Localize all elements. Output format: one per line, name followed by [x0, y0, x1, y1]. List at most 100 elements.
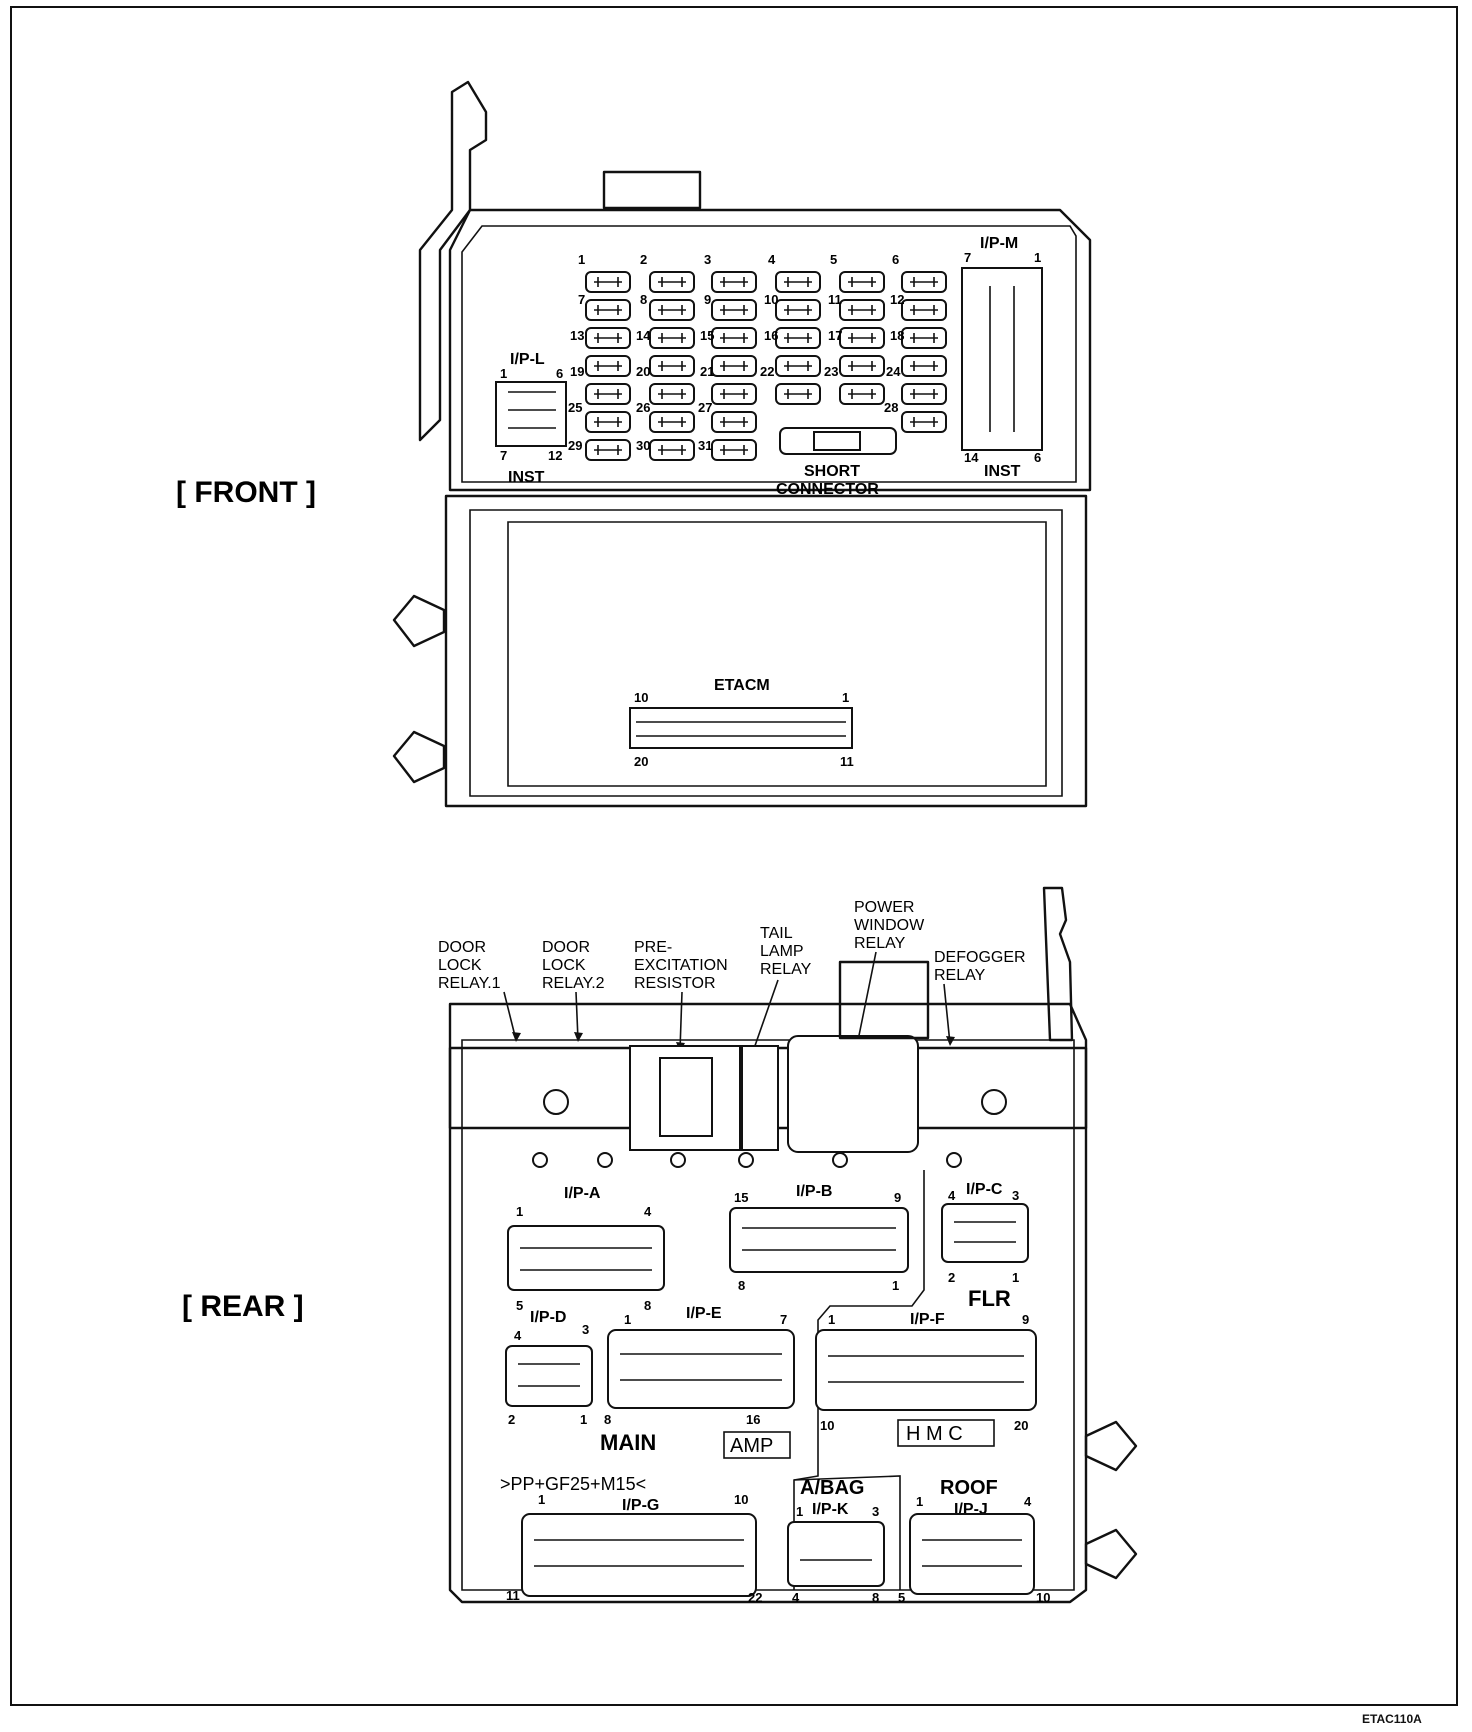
ip-k-name: I/P-K [812, 1501, 849, 1518]
side-clip-lower [392, 730, 446, 784]
ip-b-pin-9: 9 [894, 1190, 901, 1205]
ip-l-pin-7: 7 [500, 448, 507, 463]
ip-l-sub: INST [508, 469, 545, 486]
ip-e-pins [620, 1353, 782, 1381]
fuse-blade [720, 389, 748, 399]
fuse-number-20: 20 [636, 364, 650, 379]
boss-6 [946, 1152, 962, 1168]
fuse-number-14: 14 [636, 328, 651, 343]
ip-g-pin-22: 22 [748, 1590, 762, 1605]
ip-e-pin-1: 1 [624, 1312, 631, 1327]
front-lower-panel [507, 521, 1047, 787]
mounting-hole-left [543, 1089, 569, 1115]
fuse-number-30: 30 [636, 438, 650, 453]
callout-tail-lamp-l3: RELAY [760, 961, 812, 978]
fuse-blade [658, 361, 686, 371]
callout-power-window-l2: WINDOW [854, 917, 925, 934]
front-lower-cover [444, 494, 1088, 808]
boss-2 [597, 1152, 613, 1168]
short-connector-center [813, 431, 861, 451]
ip-b-name: I/P-B [796, 1183, 832, 1200]
hmc-marking: H M C [897, 1419, 995, 1447]
callout-power-window-l1: POWER [854, 899, 914, 916]
fuse-number-19: 19 [570, 364, 584, 379]
relay-callouts: DOOR LOCK RELAY.1 DOOR LOCK RELAY.2 PRE-… [438, 899, 1026, 992]
ip-j-pin-10: 10 [1036, 1590, 1050, 1605]
ip-a-pin-5: 5 [516, 1298, 523, 1313]
ip-d-pin-4: 4 [514, 1328, 522, 1343]
fuse-number-6: 6 [892, 252, 899, 267]
section-main: MAIN [600, 1430, 656, 1455]
ip-l-pin-12: 12 [548, 448, 562, 463]
ip-j-pin-4: 4 [1024, 1494, 1032, 1509]
callout-pre-excitation-l3: RESISTOR [634, 975, 716, 992]
ip-a-name: I/P-A [564, 1185, 601, 1202]
ip-b-pins [742, 1227, 896, 1251]
ip-a-pin-4: 4 [644, 1204, 652, 1219]
ip-d-name: I/P-D [530, 1309, 566, 1326]
ip-g-pins [534, 1539, 744, 1567]
ip-f-pin-1: 1 [828, 1312, 835, 1327]
fuse-number-8: 8 [640, 292, 647, 307]
ip-m-pin-14: 14 [964, 450, 979, 465]
ip-m-pin-1: 1 [1034, 250, 1041, 265]
figure-id: ETAC110A [1362, 1712, 1422, 1726]
fuse-number-29: 29 [568, 438, 582, 453]
top-tab [602, 170, 702, 210]
connector-ip-e: I/P-E 1 7 8 16 [604, 1305, 795, 1427]
connector-ip-b: I/P-B 15 9 8 1 [729, 1183, 909, 1293]
fuse-blade [848, 361, 876, 371]
fuse-number-23: 23 [824, 364, 838, 379]
ip-d-pin-1: 1 [580, 1412, 587, 1427]
mounting-hole-right [981, 1089, 1007, 1115]
rear-clip-upper [1084, 1420, 1138, 1472]
fuse-number-10: 10 [764, 292, 778, 307]
fuse-number-5: 5 [830, 252, 837, 267]
fuse-blade [848, 389, 876, 399]
ip-l-name: I/P-L [510, 351, 545, 368]
fuse-blade [848, 333, 876, 343]
etacm-pin-10: 10 [634, 690, 648, 705]
fuse-number-24: 24 [886, 364, 901, 379]
fuse-number-22: 22 [760, 364, 774, 379]
fuse-blade [658, 417, 686, 427]
fuse-blade [910, 361, 938, 371]
tail-lamp-relay-socket [741, 1045, 779, 1151]
ip-d-pin-2: 2 [508, 1412, 515, 1427]
fuse-blade [720, 277, 748, 287]
ip-c-pins [954, 1221, 1016, 1243]
ip-m-pin-7: 7 [964, 250, 971, 265]
ip-e-pin-8: 8 [604, 1412, 611, 1427]
callout-tail-lamp-l2: LAMP [760, 943, 804, 960]
ip-g-pin-11: 11 [506, 1588, 520, 1603]
ip-m-body [961, 267, 1043, 451]
ip-g-pin-1: 1 [538, 1492, 545, 1507]
amp-box [723, 1431, 791, 1459]
fuse-blade [594, 445, 622, 455]
connector-ip-f: I/P-F 1 9 10 20 [815, 1311, 1037, 1433]
front-upper-housing [448, 208, 1092, 492]
fuse-number-21: 21 [700, 364, 714, 379]
fuse-number-31: 31 [698, 438, 712, 453]
fuse-number-27: 27 [698, 400, 712, 415]
ip-l-pins [508, 391, 556, 429]
ip-f-pin-10: 10 [820, 1418, 834, 1433]
fuse-blade [784, 361, 812, 371]
fuse-blade [784, 389, 812, 399]
boss-4 [738, 1152, 754, 1168]
fuse-blade [594, 389, 622, 399]
ip-k-body [787, 1521, 885, 1587]
fuse-blade [848, 305, 876, 315]
rear-view: [ REAR ] DOOR LOCK RELAY.1 DOOR LOCK REL… [182, 886, 1138, 1605]
ip-m-name: I/P-M [980, 235, 1018, 252]
callout-door-lock-relay-2-l1: DOOR [542, 939, 590, 956]
front-upper-inner [461, 225, 1077, 483]
ip-b-pin-1: 1 [892, 1278, 899, 1293]
fuse-number-1: 1 [578, 252, 585, 267]
fuse-number-4: 4 [768, 252, 776, 267]
fuse-number-28: 28 [884, 400, 898, 415]
abag-roof-divider [793, 1475, 901, 1590]
ip-j-body [909, 1513, 1035, 1595]
diagram-frame [10, 6, 1458, 1706]
